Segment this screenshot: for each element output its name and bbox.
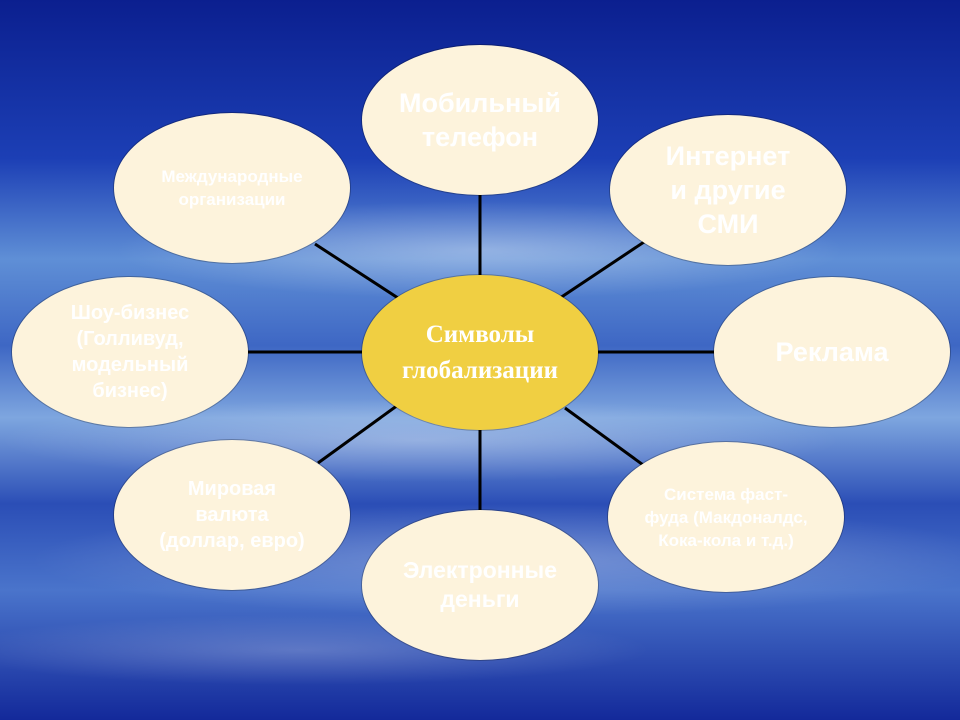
node-mobile-phone-label: Мобильный телефон: [399, 88, 561, 152]
connector-internet: [559, 236, 651, 300]
node-international-organizations-label: Международные организации: [161, 167, 303, 209]
node-fast-food-label: Система фаст- фуда (Макдоналдс, Кока-кол…: [644, 484, 808, 550]
center-node: Символы глобализации: [362, 275, 598, 430]
node-electronic-money-label: Электронные деньги: [403, 557, 557, 612]
node-advertising: Реклама: [714, 277, 950, 427]
node-world-currency: Мировая валюта (доллар, евро): [114, 440, 350, 590]
node-show-business: Шоу-бизнес (Голливуд, модельный бизнес): [12, 277, 248, 427]
connector-currency: [317, 403, 399, 465]
node-world-currency-label: Мировая валюта (доллар, евро): [159, 478, 305, 552]
node-international-organizations: Международные организации: [114, 113, 350, 263]
center-node-label: Символы глобализации: [401, 320, 559, 384]
connector-fastfood: [564, 406, 651, 472]
node-advertising-label: Реклама: [775, 337, 889, 367]
node-mobile-phone: Мобильный телефон: [362, 45, 598, 195]
connector-intl-orgs: [314, 242, 399, 300]
node-show-business-label: Шоу-бизнес (Голливуд, модельный бизнес): [70, 302, 190, 402]
node-internet-media: Интернет и другие СМИ: [610, 115, 846, 265]
node-fast-food: Система фаст- фуда (Макдоналдс, Кока-кол…: [608, 442, 844, 592]
node-electronic-money: Электронные деньги: [362, 510, 598, 660]
node-internet-media-label: Интернет и другие СМИ: [665, 141, 791, 239]
